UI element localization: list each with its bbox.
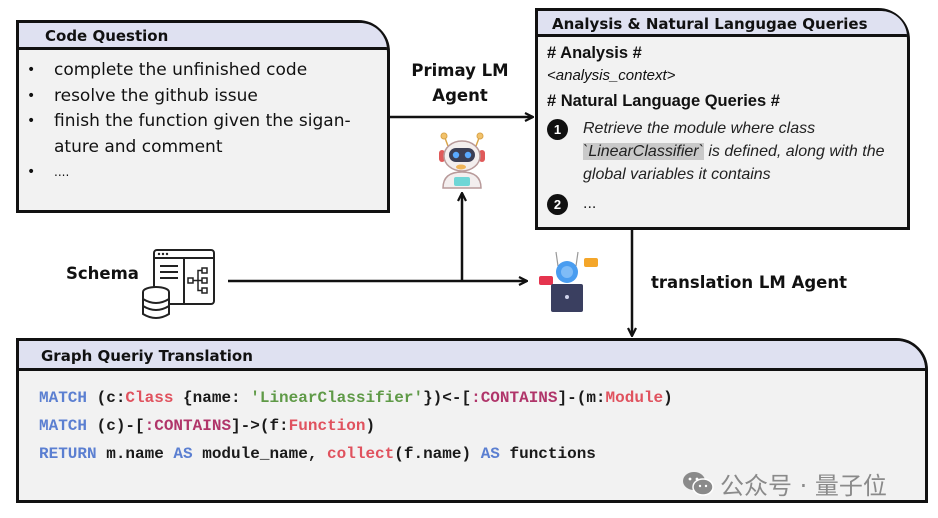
query-text-suffix: is defined, along with the global variab… [583, 143, 885, 183]
code-token: collect [327, 445, 395, 463]
code-token: AS [173, 445, 193, 463]
code-token: ) [365, 417, 376, 435]
graph-query-title: Graph Queriy Translation [19, 341, 925, 371]
translation-agent-label: translation LM Agent [651, 273, 847, 292]
code-token: MATCH [39, 389, 88, 407]
list-item: complete the unfinished code [27, 58, 387, 84]
database-schema-icon [142, 249, 215, 319]
code-token: (c)-[ [87, 417, 145, 435]
wechat-icon [683, 471, 714, 496]
code-question-list: complete the unfinished code resolve the… [19, 50, 387, 186]
query-highlight: `LinearClassifier` [583, 143, 704, 160]
code-token: 'LinearClassifier' [250, 389, 424, 407]
code-token: ]-(m: [557, 389, 606, 407]
code-token: ) [663, 389, 673, 407]
query-item-1: 1 Retrieve the module where class `Linea… [547, 117, 907, 186]
code-token: :CONTAINS [144, 417, 232, 435]
primary-agent-label-line2: Agent [432, 86, 488, 105]
code-token: m.name [96, 445, 174, 463]
code-token: Module [605, 389, 664, 407]
analysis-heading: # Analysis # [547, 44, 642, 62]
analysis-box-title: Analysis & Natural Langugae Queries [538, 11, 907, 37]
code-line: MATCH (c:Class {name: 'LinearClassifier'… [39, 384, 925, 412]
code-token: ]->(f: [231, 417, 289, 435]
code-line: RETURN m.name AS module_name, collect(f.… [39, 440, 925, 468]
robot-support-icon [439, 132, 485, 189]
robot-laptop-icon [539, 251, 598, 312]
code-token: AS [480, 445, 500, 463]
schema-label: Schema [66, 264, 139, 283]
code-question-title: Code Question [19, 23, 387, 50]
code-token: })<-[ [423, 389, 472, 407]
number-badge-2: 2 [547, 194, 568, 215]
list-item: resolve the github issue [27, 84, 387, 110]
code-token: module_name, [192, 445, 328, 463]
list-item: finish the function given the sigan-atur… [27, 109, 387, 160]
primary-agent-label-line1: Primay LM [411, 61, 509, 80]
query-item-2: 2 ... [547, 192, 907, 215]
query-text: Retrieve the module where class [583, 120, 816, 137]
code-token: MATCH [39, 417, 88, 435]
code-line: MATCH (c)-[:CONTAINS]->(f:Function) [39, 412, 925, 440]
analysis-context: <analysis_context> [547, 67, 676, 84]
watermark: 公众号 · 量子位 [682, 466, 887, 501]
code-token: :CONTAINS [471, 389, 558, 407]
watermark-text: 公众号 · 量子位 [720, 472, 887, 500]
code-token: functions [499, 445, 596, 463]
code-token: RETURN [39, 445, 97, 463]
primary-agent-label: Primay LM Agent [405, 58, 515, 108]
analysis-queries-box: Analysis & Natural Langugae Queries # An… [535, 8, 910, 230]
code-token: Function [288, 417, 366, 435]
graph-query-box: Graph Queriy Translation MATCH (c:Class … [16, 338, 928, 503]
number-badge-1: 1 [547, 119, 568, 140]
cypher-code-block: MATCH (c:Class {name: 'LinearClassifier'… [19, 371, 925, 468]
code-token: Class [125, 389, 174, 407]
code-token: (f.name) [394, 445, 481, 463]
code-token: {name: [173, 389, 251, 407]
code-question-box: Code Question complete the unfinished co… [16, 20, 390, 213]
list-item: .... [27, 160, 387, 186]
query-text: ... [583, 195, 597, 212]
code-token: (c: [87, 389, 126, 407]
nlq-heading: # Natural Language Queries # [547, 92, 780, 110]
